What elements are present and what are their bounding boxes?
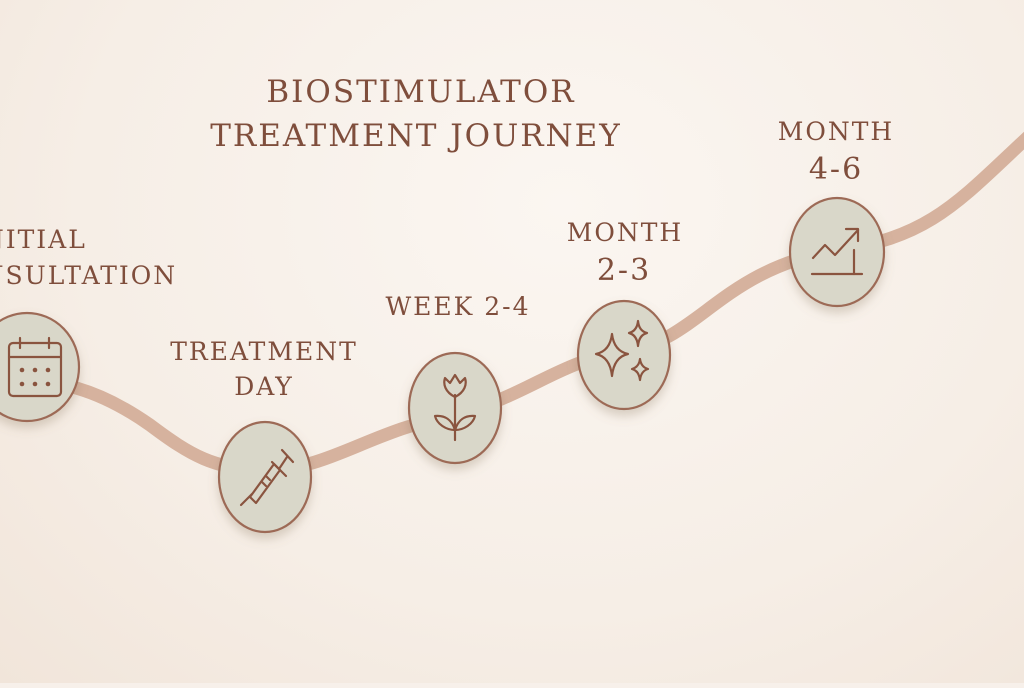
step-2-label-line-1: TREATMENT (170, 337, 358, 366)
step-2-label-line-2: DAY (234, 372, 294, 401)
step-4-label-line-1: MONTH (567, 218, 683, 247)
syringe-icon (239, 448, 295, 507)
step-2-node (217, 420, 313, 534)
title-line-2: TREATMENT JOURNEY (210, 118, 622, 154)
step-1-label-line-2: CONSULTATION (0, 261, 177, 290)
growth-chart-icon (810, 227, 864, 276)
calendar-icon (7, 336, 63, 398)
sprout-icon (433, 373, 477, 442)
step-3-node (407, 351, 503, 465)
step-3-label: WEEK 2-4 (385, 292, 530, 321)
step-1-node (0, 311, 81, 423)
step-5-node (788, 196, 886, 308)
step-5-label-line-2: 4-6 (809, 152, 863, 187)
step-1-label-line-1: INITIAL (0, 225, 87, 254)
step-5-label-line-1: MONTH (778, 117, 894, 146)
sparkles-icon (594, 319, 650, 382)
step-4-node (576, 299, 672, 411)
title-line-1: BIOSTIMULATOR (266, 74, 575, 110)
step-4-label-line-2: 2-3 (597, 253, 651, 288)
